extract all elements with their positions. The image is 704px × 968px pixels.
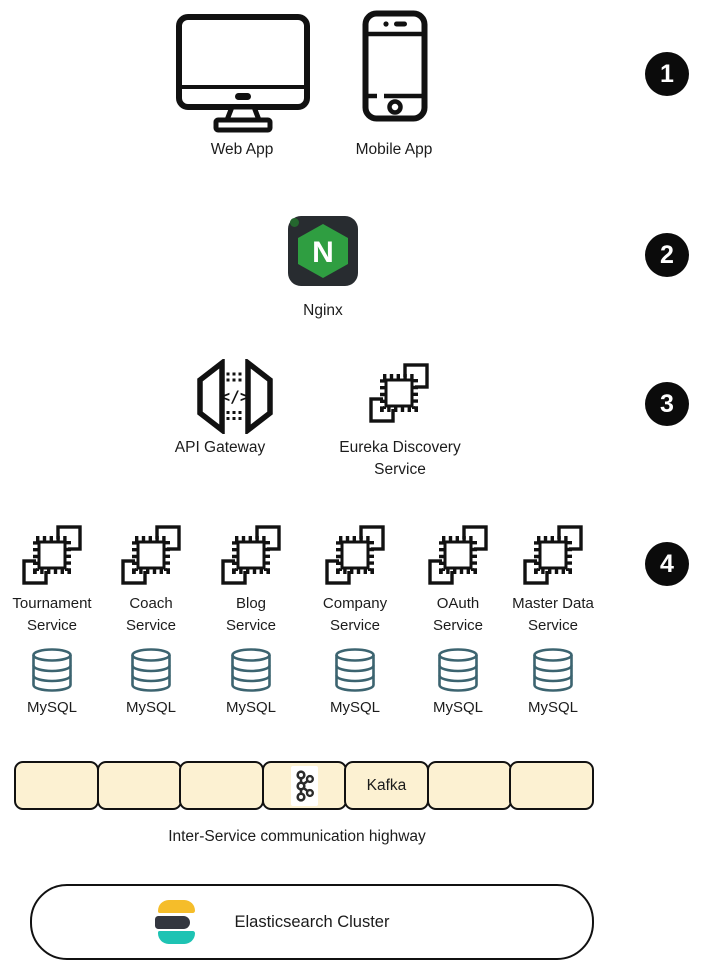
desktop-monitor-icon [175, 13, 311, 140]
mysql-label: MySQL [432, 699, 483, 716]
eureka-label-line1: Eureka Discovery [339, 439, 461, 456]
step-badge-2: 2 [645, 233, 689, 277]
mysql-database-icon [231, 648, 271, 692]
kafka-segment: Kafka [344, 761, 429, 810]
microservice-icon [220, 524, 282, 586]
nginx-label: Nginx [303, 302, 343, 319]
kafka-segment [96, 761, 182, 810]
kafka-segment [426, 761, 512, 810]
eureka-label: Eureka Discovery Service [318, 437, 482, 481]
elasticsearch-label: Elasticsearch Cluster [234, 912, 390, 931]
kafka-caption: Inter-Service communication highway [168, 828, 426, 845]
mysql-database-icon [131, 648, 171, 692]
kafka-label: Kafka [366, 776, 407, 794]
nginx-logo-icon: N [288, 216, 358, 286]
kafka-segment [14, 761, 99, 810]
eureka-microservice-icon [368, 362, 430, 429]
microservice-icon [21, 524, 83, 586]
elasticsearch-cluster-pill: Elasticsearch Cluster [30, 884, 594, 960]
api-gateway-label: API Gateway [174, 439, 266, 456]
kafka-segment [179, 761, 264, 810]
web-app-label: Web App [210, 141, 274, 158]
mysql-label: MySQL [527, 699, 578, 716]
mysql-database-icon [533, 648, 573, 692]
mysql-label: MySQL [225, 699, 276, 716]
step-badge-3: 3 [645, 382, 689, 426]
microservice-icon [427, 524, 489, 586]
step-badge-4: 4 [645, 542, 689, 586]
nginx-leaf-dot [290, 218, 299, 227]
kafka-logo-icon [296, 769, 314, 802]
step-badge-1: 1 [645, 52, 689, 96]
mysql-label: MySQL [26, 699, 77, 716]
mobile-phone-icon [362, 10, 428, 127]
mysql-database-icon [32, 648, 72, 692]
mysql-database-icon [438, 648, 478, 692]
kafka-segment [261, 761, 347, 810]
microservice-icon [120, 524, 182, 586]
elasticsearch-logo-icon [154, 900, 199, 944]
kafka-bus-bar: Kafka [14, 761, 594, 810]
mysql-label: MySQL [329, 699, 380, 716]
mysql-label: MySQL [125, 699, 176, 716]
code-glyph: </> [221, 387, 250, 406]
kafka-logo-patch [290, 765, 318, 806]
api-gateway-icon: </> [196, 357, 274, 439]
nginx-letter: N [312, 236, 334, 269]
microservice-icon [522, 524, 584, 586]
microservice-icon [324, 524, 386, 586]
mobile-app-label: Mobile App [355, 141, 433, 158]
kafka-segment [509, 761, 594, 810]
mysql-database-icon [335, 648, 375, 692]
eureka-label-line2: Service [374, 461, 426, 478]
